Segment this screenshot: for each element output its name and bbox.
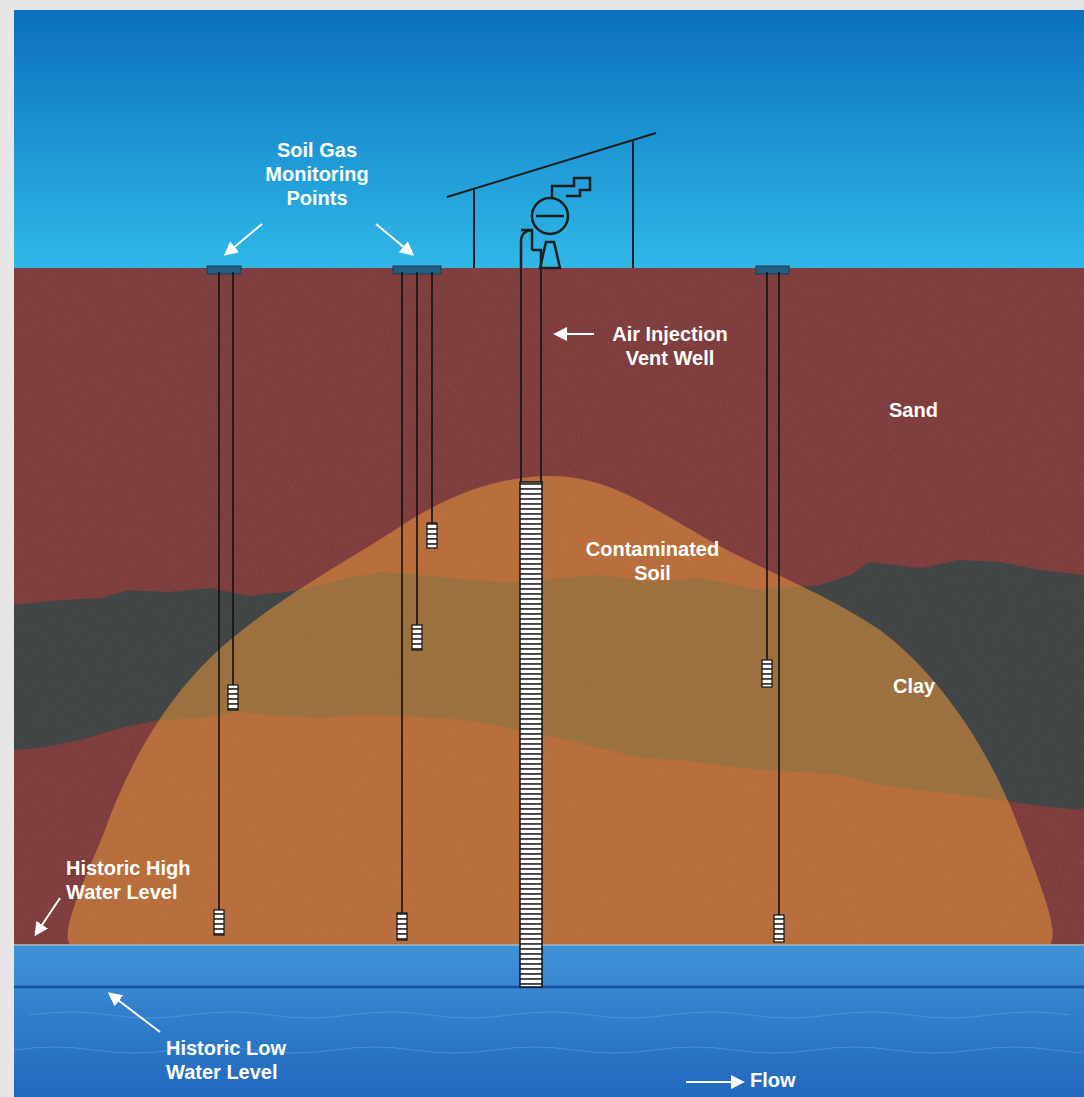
part-label: Flow: [750, 1068, 840, 1092]
high-water-line: [14, 944, 1084, 946]
part-label: Soil Gas Monitoring Points: [257, 138, 377, 210]
part-label: Clay: [893, 674, 983, 698]
leader-arrows: [36, 224, 742, 1082]
groundwater: [14, 945, 1084, 1097]
low-water-line: [14, 986, 1084, 989]
part-label: Historic High Water Level: [66, 856, 211, 904]
part-label: Historic Low Water Level: [166, 1036, 306, 1084]
monitoring-tubes: [219, 272, 779, 915]
contaminated-soil-plume: [68, 476, 1053, 945]
monitoring-caps: [207, 266, 789, 274]
monitoring-screens: [214, 523, 784, 942]
part-label: Sand: [889, 398, 979, 422]
part-label: Contaminated Soil: [575, 537, 730, 585]
vent-well: [520, 268, 542, 987]
part-label: Air Injection Vent Well: [598, 322, 742, 370]
sand-layer: [14, 268, 1084, 945]
soil-texture: [14, 268, 1084, 945]
blower-symbol: [521, 178, 590, 268]
sky: [14, 10, 1084, 268]
blower-shed: [447, 133, 656, 268]
